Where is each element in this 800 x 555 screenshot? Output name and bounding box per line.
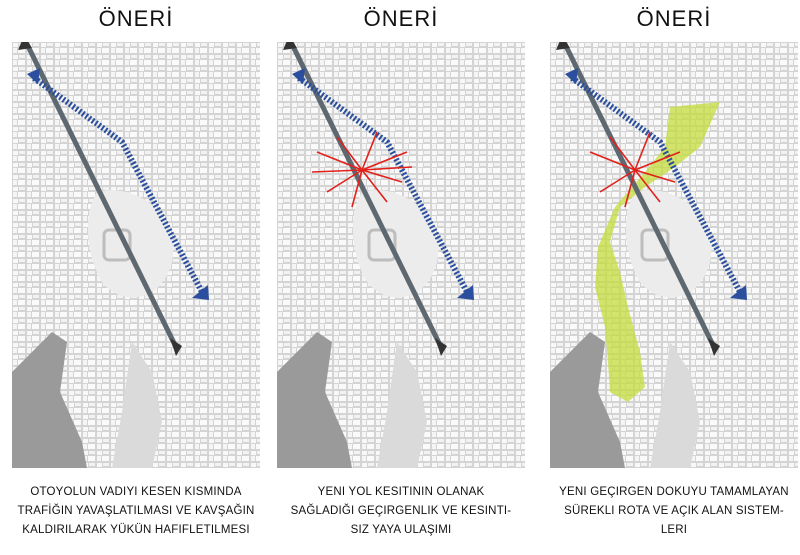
- arrow-head-icon: [730, 285, 747, 300]
- green-corridor: [595, 102, 720, 402]
- panel-title: ÖNERİ: [98, 6, 174, 31]
- arrow-head-icon: [27, 68, 40, 84]
- red-arrow-burst: [311, 131, 413, 208]
- blue-dotted-route: [292, 68, 474, 300]
- highway-line: [556, 42, 720, 356]
- map-pedestrian-permeability: [277, 42, 525, 468]
- arrow-head-icon: [192, 285, 209, 300]
- highway-line: [18, 42, 182, 356]
- arrow-head-icon: [292, 68, 305, 84]
- map-open-space-system: [550, 42, 798, 468]
- red-arrow-burst: [589, 131, 681, 208]
- map-traffic-calming: [12, 42, 260, 468]
- panel-2: ÖNERİ YENI YOL KESITININ OLANAK SAĞLADIĞ…: [277, 0, 525, 555]
- arrow-head-icon: [565, 68, 578, 84]
- panel-1: ÖNERİ OTOYOLUN VADIYI KESEN KISMINDA TRA…: [12, 0, 260, 555]
- panel-title: ÖNERİ: [363, 6, 439, 31]
- arrow-head-icon: [457, 285, 474, 300]
- panel-3: ÖNERİ YENI GEÇIRGEN DOKUYU TAMAMLAYAN SÜ…: [550, 0, 798, 555]
- panel-title: ÖNERİ: [636, 6, 712, 31]
- blue-dotted-route: [27, 68, 209, 300]
- blue-dotted-route: [565, 68, 747, 300]
- panel-caption: OTOYOLUN VADIYI KESEN KISMINDA TRAFİĞIN …: [17, 486, 255, 536]
- highway-line: [283, 42, 447, 356]
- panel-caption: YENI GEÇIRGEN DOKUYU TAMAMLAYAN SÜREKLI …: [559, 486, 789, 536]
- panel-caption: YENI YOL KESITININ OLANAK SAĞLADIĞI GEÇI…: [290, 486, 512, 536]
